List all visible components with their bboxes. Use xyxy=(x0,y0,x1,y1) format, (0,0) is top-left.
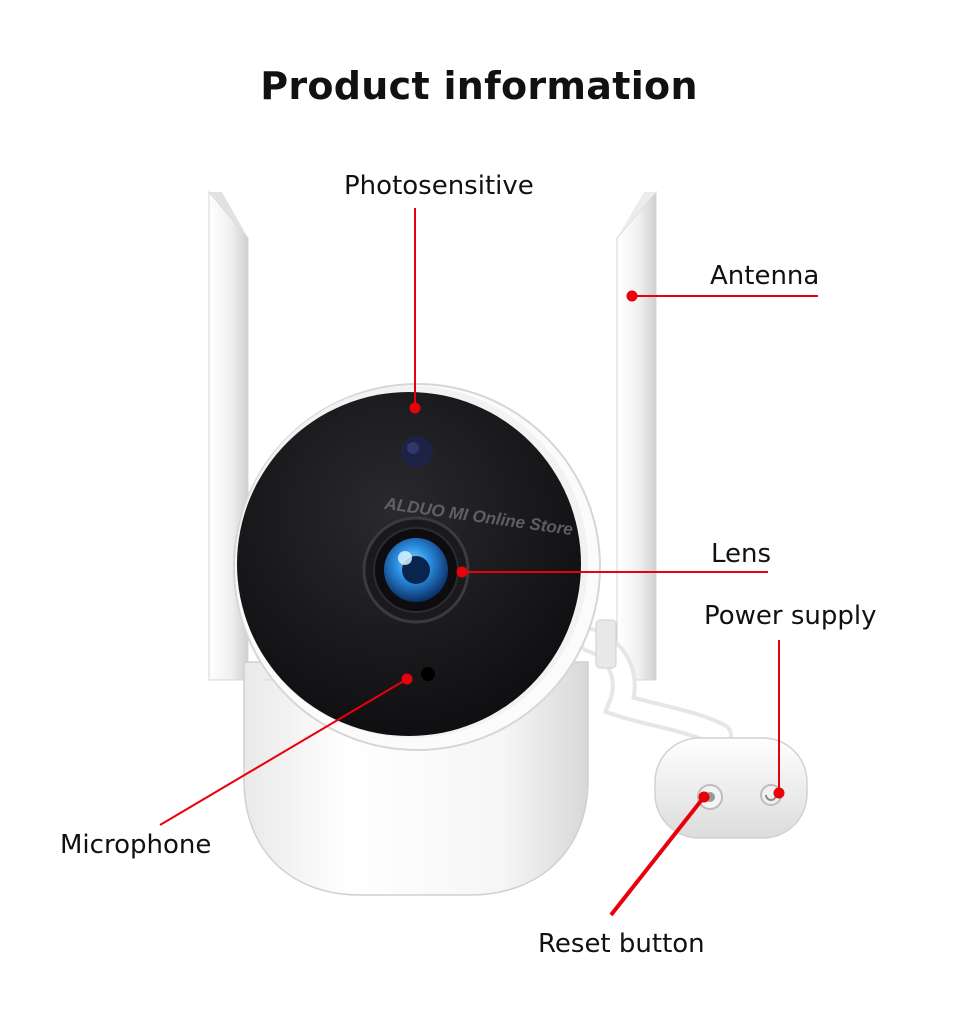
label-antenna: Antenna xyxy=(710,261,820,291)
label-power-supply: Power supply xyxy=(704,601,877,631)
page-title: Product information xyxy=(260,64,698,108)
label-photosensitive: Photosensitive xyxy=(344,171,534,201)
label-microphone: Microphone xyxy=(60,830,212,860)
label-lens: Lens xyxy=(711,539,772,569)
callout-lines xyxy=(159,208,818,917)
label-reset-button: Reset button xyxy=(538,929,705,959)
power-connector xyxy=(654,737,808,839)
power-cable xyxy=(577,619,733,748)
antenna-right xyxy=(616,190,657,681)
lens-icon xyxy=(362,516,470,624)
microphone-icon xyxy=(421,667,435,681)
